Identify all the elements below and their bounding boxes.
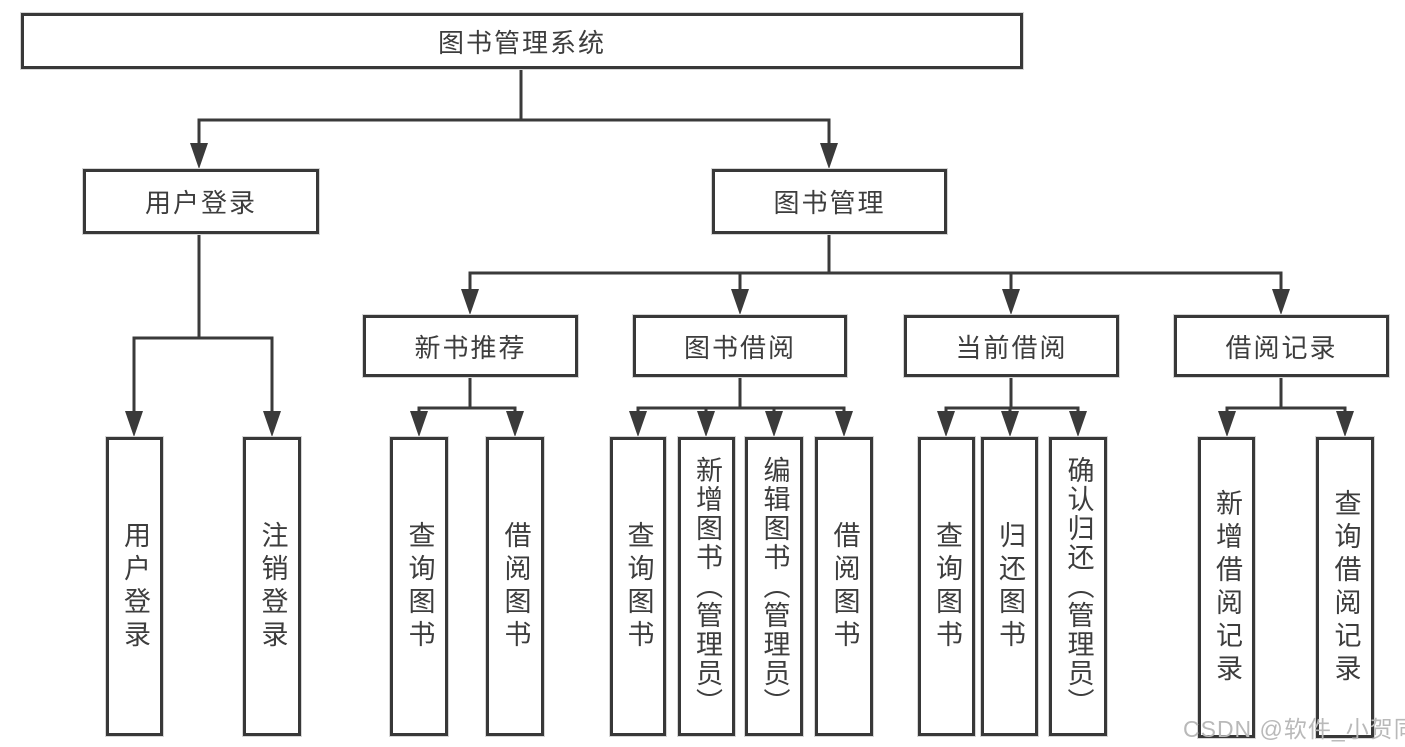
node-bb-add-book: 新增图书（管理员） (678, 437, 735, 736)
node-cb-confirm-return-label: 确认归还（管理员） (1063, 456, 1094, 717)
node-new-book-rec: 新书推荐 (363, 315, 578, 377)
node-br-query-record: 查询借阅记录 (1316, 437, 1374, 738)
node-br-add-record: 新增借阅记录 (1198, 437, 1255, 738)
node-cb-return-book: 归还图书 (981, 437, 1038, 736)
node-cb-confirm-return: 确认归还（管理员） (1049, 437, 1107, 736)
node-leaf-logout-label: 注销登录 (257, 520, 288, 653)
node-user-login-label: 用户登录 (144, 188, 257, 218)
node-borrow-record-label: 借阅记录 (1225, 332, 1338, 363)
node-rec-query-book: 查询图书 (390, 437, 448, 736)
node-rec-query-book-label: 查询图书 (404, 520, 435, 653)
node-bb-add-book-label: 新增图书（管理员） (692, 456, 722, 717)
node-user-login: 用户登录 (83, 169, 319, 234)
node-leaf-user-login-label: 用户登录 (120, 520, 150, 653)
node-leaf-user-login: 用户登录 (106, 437, 163, 736)
node-book-borrow-label: 图书借阅 (683, 332, 796, 363)
node-new-book-rec-label: 新书推荐 (414, 332, 527, 363)
node-cb-query-book: 查询图书 (918, 437, 975, 736)
node-rec-borrow-book: 借阅图书 (486, 437, 544, 736)
node-bb-query-book: 查询图书 (610, 437, 666, 736)
node-rec-borrow-book-label: 借阅图书 (500, 520, 531, 653)
node-br-query-record-label: 查询借阅记录 (1330, 488, 1361, 687)
watermark: CSDN @软件_小贺同学 (1183, 716, 1405, 742)
node-borrow-record: 借阅记录 (1174, 315, 1389, 377)
node-book-mgmt: 图书管理 (712, 169, 947, 234)
node-br-add-record-label: 新增借阅记录 (1212, 488, 1242, 687)
node-bb-edit-book: 编辑图书（管理员） (745, 437, 803, 736)
node-bb-query-book-label: 查询图书 (623, 520, 654, 653)
node-root-label: 图书管理系统 (437, 27, 606, 58)
node-bb-edit-book-label: 编辑图书（管理员） (759, 456, 790, 717)
node-cb-return-book-label: 归还图书 (995, 520, 1025, 653)
node-root: 图书管理系统 (21, 13, 1023, 69)
node-cb-query-book-label: 查询图书 (932, 520, 962, 653)
node-book-borrow: 图书借阅 (633, 315, 847, 377)
node-bb-borrow-book-label: 借阅图书 (829, 520, 860, 653)
node-leaf-logout: 注销登录 (243, 437, 301, 736)
node-current-borrow-label: 当前借阅 (955, 332, 1068, 363)
arrowheads (125, 143, 1354, 437)
node-book-mgmt-label: 图书管理 (773, 188, 886, 218)
node-current-borrow: 当前借阅 (904, 315, 1119, 377)
node-bb-borrow-book: 借阅图书 (815, 437, 873, 736)
